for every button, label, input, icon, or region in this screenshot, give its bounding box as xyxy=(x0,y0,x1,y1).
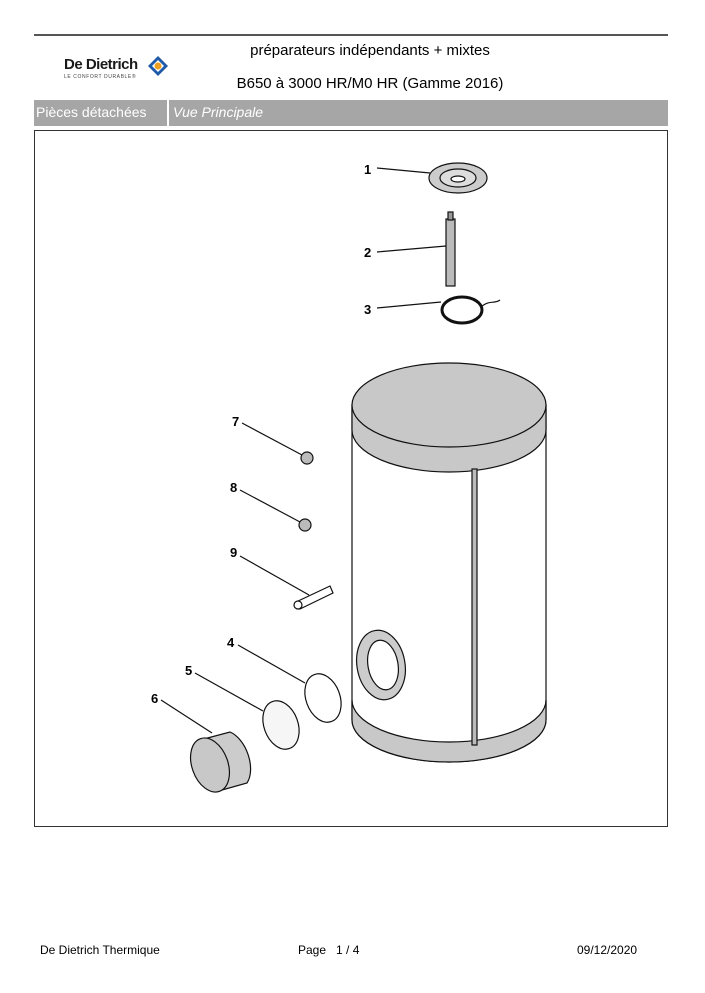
part-8-plug xyxy=(239,489,312,532)
part-label-5: 5 xyxy=(185,663,192,678)
section-view: Vue Principale xyxy=(173,104,264,120)
part-label-9: 9 xyxy=(230,545,237,560)
tank-body xyxy=(351,362,547,763)
brand-logo: De Dietrich LE CONFORT DURABLE® xyxy=(64,56,174,86)
part-2-anode xyxy=(376,211,456,287)
document-title: préparateurs indépendants + mixtes xyxy=(250,42,490,59)
part-label-8: 8 xyxy=(230,480,237,495)
logo-tagline: LE CONFORT DURABLE® xyxy=(64,74,137,80)
part-6-cover xyxy=(160,699,252,793)
header-rule xyxy=(34,34,668,36)
part-4-gasket xyxy=(237,644,342,723)
footer-page-number: 1 / 4 xyxy=(336,943,360,957)
logo-name: De Dietrich xyxy=(64,56,138,73)
part-7-plug xyxy=(241,422,314,465)
part-label-1: 1 xyxy=(364,162,371,177)
footer-page: Page 1 / 4 xyxy=(298,943,359,957)
part-1-flange xyxy=(376,162,488,194)
logo-diamond-icon xyxy=(148,56,168,76)
part-label-6: 6 xyxy=(151,691,158,706)
part-9-sleeve xyxy=(239,555,334,610)
footer-date: 09/12/2020 xyxy=(577,943,638,957)
footer-company: De Dietrich Thermique xyxy=(40,943,160,957)
footer-page-label: Page xyxy=(298,943,327,957)
part-3-gasket-ring xyxy=(376,295,501,325)
part-5-gasket xyxy=(194,672,300,750)
document-subtitle: B650 à 3000 HR/M0 HR (Gamme 2016) xyxy=(236,75,504,92)
section-bar: Pièces détachées Vue Principale xyxy=(34,100,668,126)
part-label-7: 7 xyxy=(232,414,239,429)
section-category: Pièces détachées xyxy=(36,104,147,120)
section-divider xyxy=(167,100,169,126)
part-label-4: 4 xyxy=(227,635,235,650)
diagram-frame xyxy=(34,130,668,827)
part-label-2: 2 xyxy=(364,245,371,260)
part-label-3: 3 xyxy=(364,302,371,317)
